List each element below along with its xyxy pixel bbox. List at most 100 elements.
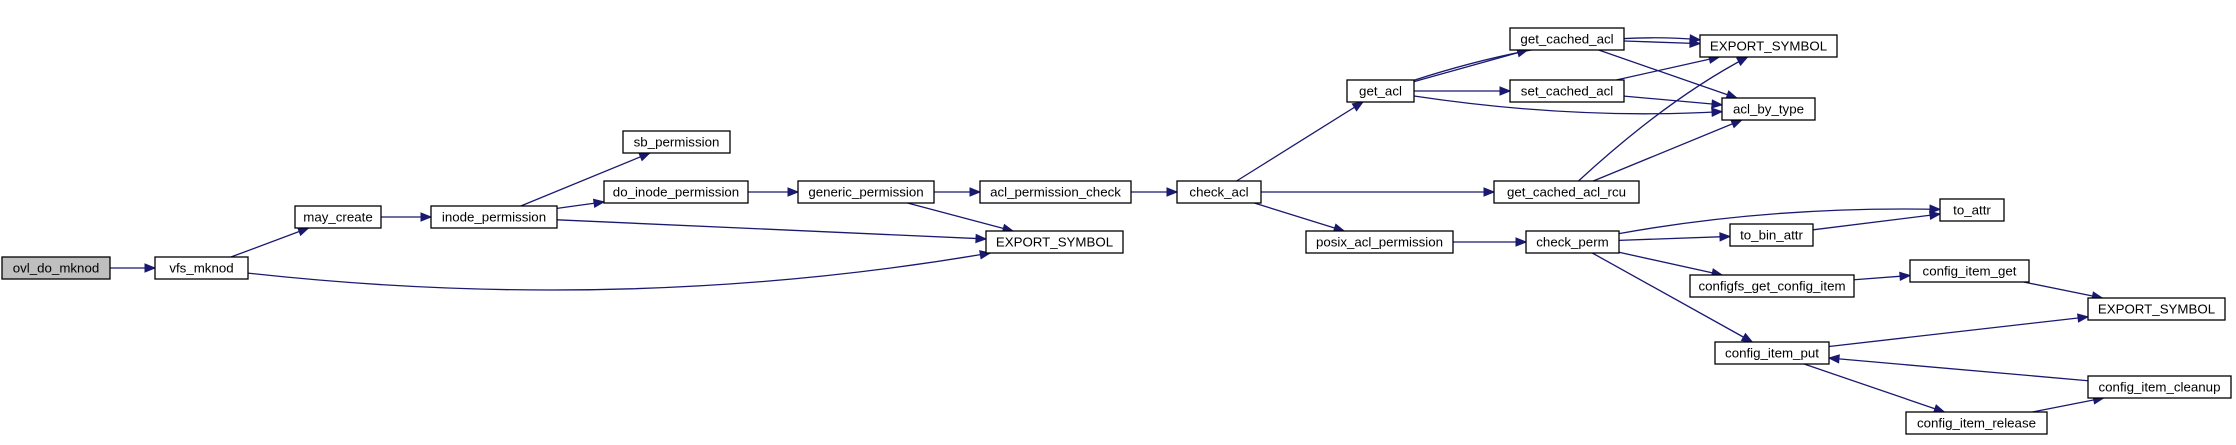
node-config_item_release[interactable]: config_item_release: [1905, 411, 2048, 435]
node-label: do_inode_permission: [613, 185, 739, 200]
node-box: [1493, 180, 1640, 204]
arrowhead: [1736, 56, 1749, 67]
nodes-layer: ovl_do_mknod vfs_mknod may_create inode_per…: [1, 27, 2232, 435]
edge-generic_permission-to-export_symbol_1: [907, 202, 1015, 233]
node-box: [1346, 79, 1415, 103]
edge-check_perm-to-configfs_get_config_item: [1618, 251, 1724, 278]
node-posix_acl_permission[interactable]: posix_acl_permission: [1305, 230, 1454, 254]
node-box: [1689, 274, 1855, 298]
edge-config_item_put-to-config_item_release: [1803, 363, 1946, 414]
arrowhead: [1740, 332, 1754, 343]
node-label: EXPORT_SYMBOL: [1710, 39, 1827, 54]
arrowhead: [1711, 107, 1724, 117]
arrowhead: [1928, 210, 1942, 220]
node-label: config_item_cleanup: [2099, 380, 2221, 395]
node-label: get_cached_acl_rcu: [1507, 185, 1626, 200]
node-box: [294, 205, 382, 229]
node-generic_permission[interactable]: generic_permission: [797, 180, 935, 204]
arrowhead: [1689, 38, 1702, 48]
node-label: check_perm: [1536, 235, 1608, 250]
node-box: [797, 180, 935, 204]
node-acl_permission_check[interactable]: acl_permission_check: [979, 180, 1132, 204]
node-box: [1525, 230, 1620, 254]
node-label: acl_permission_check: [990, 185, 1121, 200]
node-to_bin_attr[interactable]: to_bin_attr: [1729, 223, 1814, 247]
node-export_symbol_3[interactable]: EXPORT_SYMBOL: [2087, 297, 2226, 321]
node-box: [1721, 97, 1816, 121]
node-config_item_get[interactable]: config_item_get: [1909, 259, 2030, 283]
edge-line: [1591, 252, 1753, 343]
node-label: to_bin_attr: [1740, 228, 1803, 243]
node-box: [1, 256, 111, 280]
node-label: EXPORT_SYMBOL: [996, 235, 1113, 250]
node-box: [1909, 259, 2030, 283]
node-sb_permission[interactable]: sb_permission: [622, 130, 731, 154]
node-label: config_item_get: [1923, 264, 2017, 279]
node-box: [1509, 27, 1625, 51]
edge-inode_permission-to-sb_permission: [520, 152, 651, 207]
node-label: to_attr: [1953, 203, 1991, 218]
edge-check_perm-to-config_item_put: [1591, 252, 1754, 343]
node-box: [1305, 230, 1454, 254]
edge-line: [1413, 49, 1528, 83]
node-may_create[interactable]: may_create: [294, 205, 382, 229]
node-get_cached_acl[interactable]: get_cached_acl: [1509, 27, 1625, 51]
arrowhead: [787, 187, 800, 197]
node-box: [1176, 180, 1262, 204]
node-ovl_do_mknod[interactable]: ovl_do_mknod: [1, 256, 111, 280]
node-label: check_acl: [1189, 185, 1248, 200]
node-configfs_get_config_item[interactable]: configfs_get_config_item: [1689, 274, 1855, 298]
edge-vfs_mknod-to-export_symbol_1: [247, 250, 992, 291]
node-box: [1509, 79, 1625, 103]
edge-line: [1413, 95, 1723, 115]
arrowhead: [2077, 313, 2090, 323]
edge-generic_permission-to-acl_permission_check: [934, 187, 982, 197]
edge-set_cached_acl-to-acl_by_type: [1623, 95, 1724, 109]
edge-inode_permission-to-do_inode_permission: [556, 198, 606, 209]
arrowhead: [1827, 354, 1840, 364]
node-label: inode_permission: [442, 210, 546, 225]
node-inode_permission[interactable]: inode_permission: [430, 205, 558, 229]
edge-config_item_cleanup-to-config_item_put: [1827, 354, 2089, 382]
arrowhead: [1166, 187, 1179, 197]
node-export_symbol_1[interactable]: EXPORT_SYMBOL: [985, 230, 1124, 254]
node-box: [1905, 411, 2048, 435]
arrowhead: [297, 227, 310, 237]
edge-to_bin_attr-to-to_attr: [1812, 210, 1942, 231]
node-config_item_cleanup[interactable]: config_item_cleanup: [2087, 375, 2232, 399]
edge-line: [1623, 40, 1701, 45]
edge-ovl_do_mknod-to-vfs_mknod: [110, 263, 157, 273]
node-box: [154, 256, 249, 280]
node-config_item_put[interactable]: config_item_put: [1714, 341, 1830, 365]
arrowhead: [1711, 99, 1724, 109]
node-acl_by_type[interactable]: acl_by_type: [1721, 97, 1816, 121]
edge-vfs_mknod-to-may_create: [230, 227, 310, 258]
node-set_cached_acl[interactable]: set_cached_acl: [1509, 79, 1625, 103]
arrowhead: [638, 152, 651, 162]
node-get_cached_acl_rcu[interactable]: get_cached_acl_rcu: [1493, 180, 1640, 204]
edge-line: [247, 252, 991, 291]
node-check_perm[interactable]: check_perm: [1525, 230, 1620, 254]
node-box: [430, 205, 558, 229]
node-label: config_item_release: [1917, 416, 2036, 431]
edge-line: [1236, 101, 1364, 182]
edge-line: [1618, 251, 1723, 276]
node-box: [1729, 223, 1814, 247]
edge-config_item_get-to-export_symbol_3: [2023, 281, 2104, 301]
edge-posix_acl_permission-to-check_perm: [1453, 237, 1528, 247]
edge-inode_permission-to-export_symbol_1: [556, 219, 988, 244]
node-to_attr[interactable]: to_attr: [1939, 198, 2005, 222]
node-get_acl[interactable]: get_acl: [1346, 79, 1415, 103]
node-box: [1939, 198, 2005, 222]
node-check_acl[interactable]: check_acl: [1176, 180, 1262, 204]
edge-acl_permission_check-to-check_acl: [1131, 187, 1179, 197]
edge-check_acl-to-get_acl: [1236, 101, 1365, 182]
node-do_inode_permission[interactable]: do_inode_permission: [603, 180, 749, 204]
node-label: configfs_get_config_item: [1698, 279, 1845, 294]
node-label: vfs_mknod: [169, 261, 233, 276]
node-export_symbol_2[interactable]: EXPORT_SYMBOL: [1699, 34, 1838, 58]
arrowhead: [1899, 271, 1912, 282]
arrowhead: [969, 187, 982, 197]
edge-line: [1623, 95, 1723, 106]
node-vfs_mknod[interactable]: vfs_mknod: [154, 256, 249, 280]
